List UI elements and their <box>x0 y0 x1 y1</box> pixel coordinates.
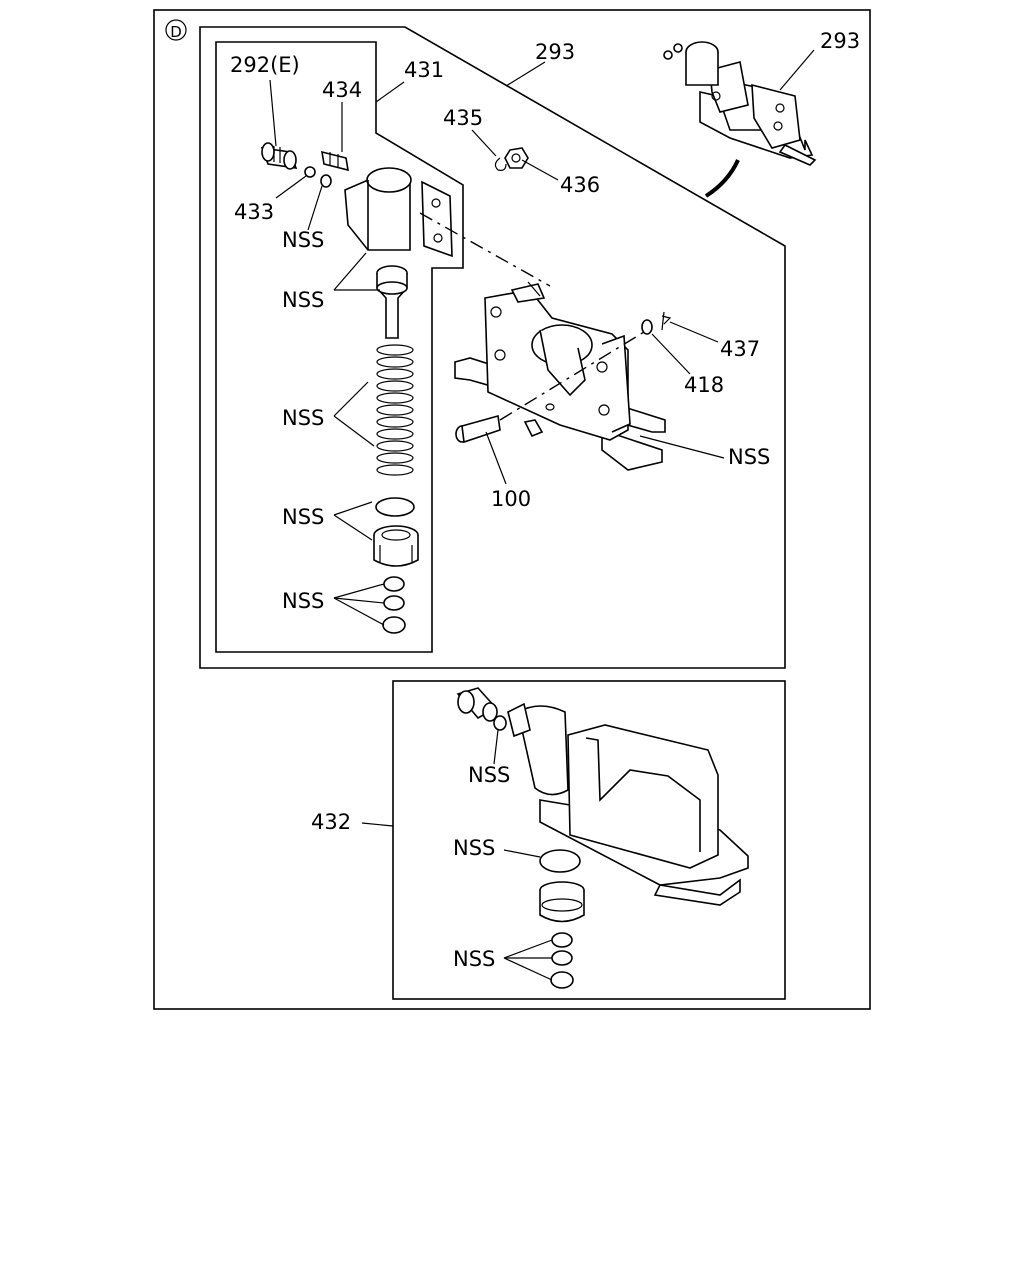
clip-435 <box>494 157 507 171</box>
leader-lines <box>269 49 815 981</box>
label-100: 100 <box>491 487 531 511</box>
label-431: 431 <box>404 58 444 82</box>
ring-nss-1 <box>383 576 405 592</box>
label-432: 432 <box>311 810 351 834</box>
label-nss-ring: NSS <box>282 228 324 252</box>
spring-nss <box>376 344 414 476</box>
label-418: 418 <box>684 373 724 397</box>
label-nss-piston: NSS <box>282 288 324 312</box>
label-nss-b-ring: NSS <box>468 763 510 787</box>
o-ring-nss-large <box>375 497 415 517</box>
ring-nss-b-2 <box>551 950 573 966</box>
section-mark-circle <box>165 19 187 41</box>
detail-arrow <box>704 159 740 198</box>
pin-100 <box>455 414 501 444</box>
assembly-293-boundary <box>199 26 786 669</box>
ring-nss-2 <box>383 595 405 611</box>
o-ring-nss-b-large <box>539 849 581 873</box>
housing-431 <box>344 167 453 258</box>
fitting-434 <box>321 150 349 172</box>
label-293-main: 293 <box>535 40 575 64</box>
assembly-432-boundary <box>392 680 786 1000</box>
plug-nss <box>373 525 419 567</box>
o-ring-nss-small <box>320 174 332 188</box>
label-437: 437 <box>720 337 760 361</box>
plug-nss-b <box>539 881 585 923</box>
assembly-center-line <box>419 212 551 287</box>
washer-433 <box>304 166 316 178</box>
thumbnail-293-assembly <box>663 41 817 166</box>
bracket-assembly-nss <box>454 281 666 471</box>
housing-432 <box>456 687 749 906</box>
section-mark: D <box>170 23 182 41</box>
fitting-292e <box>260 142 298 170</box>
label-nss-plug: NSS <box>282 505 324 529</box>
ring-nss-b-3 <box>550 971 574 989</box>
washer-418 <box>641 319 653 335</box>
label-436: 436 <box>560 173 600 197</box>
label-nss-spring: NSS <box>282 406 324 430</box>
label-nss-rings: NSS <box>282 589 324 613</box>
o-ring-nss-b-small <box>493 715 507 731</box>
piston-nss <box>376 265 408 339</box>
clip-437 <box>661 311 672 331</box>
label-292e: 292(E) <box>230 53 300 77</box>
label-nss-b-oring: NSS <box>453 836 495 860</box>
label-293-thumb: 293 <box>820 29 860 53</box>
ring-nss-3 <box>382 616 406 634</box>
nut-436 <box>504 147 529 169</box>
label-434: 434 <box>322 78 362 102</box>
outer-frame <box>153 9 871 1010</box>
label-433: 433 <box>234 200 274 224</box>
label-nss-b-rings: NSS <box>453 947 495 971</box>
assembly-431-boundary <box>215 41 464 653</box>
label-nss-bracket: NSS <box>728 445 770 469</box>
label-435: 435 <box>443 106 483 130</box>
ring-nss-b-1 <box>551 932 573 948</box>
